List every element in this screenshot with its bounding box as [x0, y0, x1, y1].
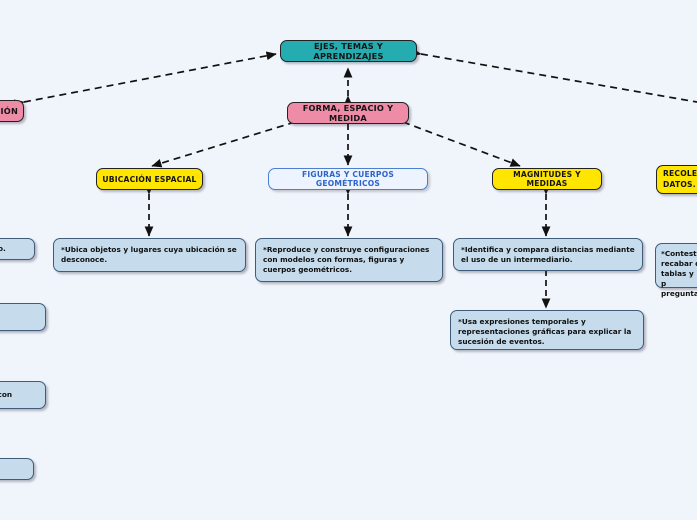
leaf-clipped-left-1-text: conteo.	[0, 244, 6, 253]
node-forma-label: FORMA, ESPACIO Y MEDIDA	[302, 103, 394, 123]
leaf-clipped-right-line4: preguntas	[661, 289, 697, 299]
leaf-clipped-right[interactable]: *Contesta recabar d tablas y p preguntas	[655, 243, 697, 298]
node-root[interactable]: EJES, TEMAS Y APRENDIZAJES	[280, 40, 417, 62]
leaf-clipped-left-3-text: iones con	[0, 390, 13, 399]
leaf-magnitudes-1-text: *Identifica y compara distancias mediant…	[461, 245, 635, 265]
node-figuras-cuerpos-geometricos[interactable]: FIGURAS Y CUERPOS GEOMÉTRICOS	[268, 168, 428, 190]
leaf-ubicacion-text: *Ubica objetos y lugares cuya ubicación …	[61, 245, 237, 265]
connector-forma-magnitudes	[402, 121, 521, 167]
connector-forma-ubicacion	[151, 121, 296, 168]
node-recoleccion-label-line2: DATOS.	[663, 179, 696, 189]
leaf-clipped-left-4[interactable]: iencia.	[0, 458, 34, 480]
leaf-magnitudes-2[interactable]: *Usa expresiones temporales y representa…	[450, 310, 644, 350]
leaf-clipped-left-1[interactable]: conteo.	[0, 238, 35, 260]
node-magnitudes-medidas[interactable]: MAGNITUDES Y MEDIDAS	[492, 168, 602, 190]
leaf-clipped-left-3[interactable]: iones con	[0, 381, 46, 409]
leaf-figuras[interactable]: *Reproduce y construye configuraciones c…	[255, 238, 443, 282]
node-forma-espacio-medida[interactable]: FORMA, ESPACIO Y MEDIDA	[287, 102, 409, 124]
connector-root-right	[410, 48, 697, 103]
node-ubicacion-espacial[interactable]: UBICACIÓN ESPACIAL	[96, 168, 203, 190]
node-ubicacion-label: UBICACIÓN ESPACIAL	[102, 174, 197, 184]
node-root-label: EJES, TEMAS Y APRENDIZAJES	[313, 41, 384, 61]
leaf-magnitudes-2-text: *Usa expresiones temporales y representa…	[458, 317, 632, 347]
node-recoleccion-datos-clipped[interactable]: RECOLEC DATOS.	[656, 165, 697, 194]
connector-root-left	[13, 51, 277, 109]
leaf-clipped-right-line3: tablas y p	[661, 269, 694, 289]
node-level2-left-clipped[interactable]: IÓN	[0, 100, 24, 122]
leaf-figuras-text: *Reproduce y construye configuraciones c…	[263, 245, 430, 275]
node-magnitudes-label: MAGNITUDES Y MEDIDAS	[513, 170, 581, 188]
leaf-magnitudes-1[interactable]: *Identifica y compara distancias mediant…	[453, 238, 643, 271]
node-figuras-label: FIGURAS Y CUERPOS GEOMÉTRICOS	[301, 170, 395, 188]
leaf-clipped-right-line2: recabar d	[661, 259, 697, 269]
node-level2-left-label: IÓN	[0, 106, 18, 116]
leaf-ubicacion[interactable]: *Ubica objetos y lugares cuya ubicación …	[53, 238, 246, 272]
leaf-clipped-right-line1: *Contesta	[661, 249, 697, 258]
leaf-clipped-left-2[interactable]: a los	[0, 303, 46, 331]
node-recoleccion-label-line1: RECOLEC	[663, 169, 697, 179]
